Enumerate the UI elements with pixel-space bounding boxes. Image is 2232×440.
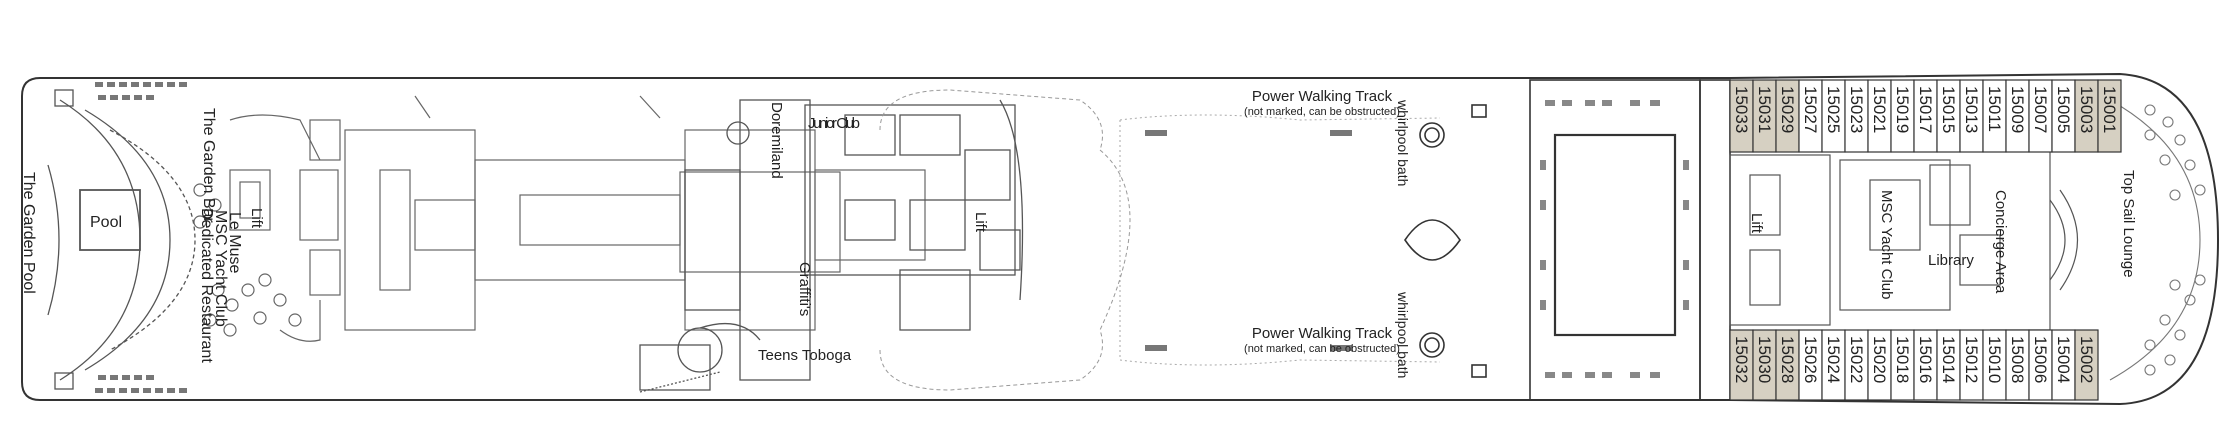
cabin-15002 xyxy=(2074,329,2099,401)
label-msc-yacht-club-right: MSC Yacht Club xyxy=(1878,190,1895,300)
restaurant-tables xyxy=(193,114,341,342)
cabin-number: 15018 xyxy=(1893,336,1912,383)
main-pool xyxy=(1529,79,1731,401)
cabin-number: 15023 xyxy=(1847,86,1866,133)
cabin-number: 15004 xyxy=(2054,336,2073,383)
cabin-number: 15017 xyxy=(1916,86,1935,133)
cabin-number: 15032 xyxy=(1732,336,1751,383)
label-garden-bar: The Garden Bar xyxy=(200,108,217,223)
label-library: Library xyxy=(1928,252,1974,269)
cabin-number: 15033 xyxy=(1732,86,1751,133)
label-top-sail-lounge: Top Sail Lounge xyxy=(2120,170,2137,278)
hull-outline xyxy=(21,72,2220,406)
cabin-number: 15008 xyxy=(2008,336,2027,383)
label-whirlpool-bottom: whirlpool bath xyxy=(1395,291,1411,378)
top-sail-lounge-seating xyxy=(2109,99,2206,381)
whirlpools xyxy=(1404,104,1487,378)
label-lift-right: Lift xyxy=(1748,213,1765,234)
garden-pool-area xyxy=(47,89,196,390)
label-dedicated-restaurant: Dedicated Restaurant xyxy=(198,208,215,363)
cabin-number: 15020 xyxy=(1870,336,1889,383)
cabin-number: 15031 xyxy=(1755,86,1774,133)
cabin-number: 15003 xyxy=(2077,86,2096,133)
label-power-walking-bottom: Power Walking Track xyxy=(1252,325,1393,342)
label-power-walking-top-note: (not marked, can be obstructed) xyxy=(1244,106,1400,118)
label-power-walking-bottom-note: (not marked, can be obstructed) xyxy=(1244,343,1400,355)
sun-loungers-left xyxy=(95,82,187,393)
label-concierge-area: Concierge Area xyxy=(1992,190,2009,294)
cabin-number: 15021 xyxy=(1870,86,1889,133)
label-power-walking-top: Power Walking Track xyxy=(1252,88,1393,105)
power-walking-track xyxy=(1119,114,1441,366)
cabin-number: 15022 xyxy=(1847,336,1866,383)
cabin-number: 15012 xyxy=(1962,336,1981,383)
cabin-number: 15001 xyxy=(2100,86,2119,133)
cabin-number: 15002 xyxy=(2077,336,2096,383)
cabin-number: 15006 xyxy=(2031,336,2050,383)
cabin-number: 15005 xyxy=(2054,86,2073,133)
cabin-number: 15015 xyxy=(1939,86,1958,133)
label-msc-yacht-club-left: MSC Yacht Club xyxy=(212,210,229,327)
cabin-number: 15009 xyxy=(2008,86,2027,133)
sun-loungers-middle xyxy=(1145,130,1352,351)
label-teens-toboga: Teens Toboga xyxy=(758,347,852,364)
label-doremiland: Doremiland xyxy=(768,102,785,179)
label-lift-left: Lift xyxy=(248,208,265,229)
cabin-number: 15025 xyxy=(1824,86,1843,133)
kids-area xyxy=(639,99,1024,393)
cabin-number: 15029 xyxy=(1778,86,1797,133)
cabin-number: 15011 xyxy=(1985,86,2004,132)
label-garden-pool: The Garden Pool xyxy=(20,172,37,294)
label-le-muse: Le Muse xyxy=(226,212,243,273)
pool-deck-boundary xyxy=(879,89,1131,391)
cabin-number: 15013 xyxy=(1962,86,1981,133)
cabin-number: 15030 xyxy=(1755,336,1774,383)
label-graffiti: Graffiti's xyxy=(796,262,813,316)
cabin-number: 15024 xyxy=(1824,336,1843,383)
cabin-number: 15007 xyxy=(2031,86,2050,133)
cabin-15001 xyxy=(2097,79,2122,153)
cabin-number: 15019 xyxy=(1893,86,1912,133)
pool-loungers-right xyxy=(1540,100,1689,378)
label-pool: Pool xyxy=(90,214,122,231)
label-junior-club: Junior Club xyxy=(808,115,860,132)
cabin-number: 15010 xyxy=(1985,336,2004,383)
cabin-number: 15028 xyxy=(1778,336,1797,383)
cabin-number: 15014 xyxy=(1939,336,1958,383)
cabin-number: 15026 xyxy=(1801,336,1820,383)
cabin-number: 15027 xyxy=(1801,86,1820,133)
pool xyxy=(79,189,141,251)
label-lift-center: Lift xyxy=(972,212,989,233)
label-whirlpool-top: whirlpool bath xyxy=(1395,99,1411,186)
cabin-number: 15016 xyxy=(1916,336,1935,383)
